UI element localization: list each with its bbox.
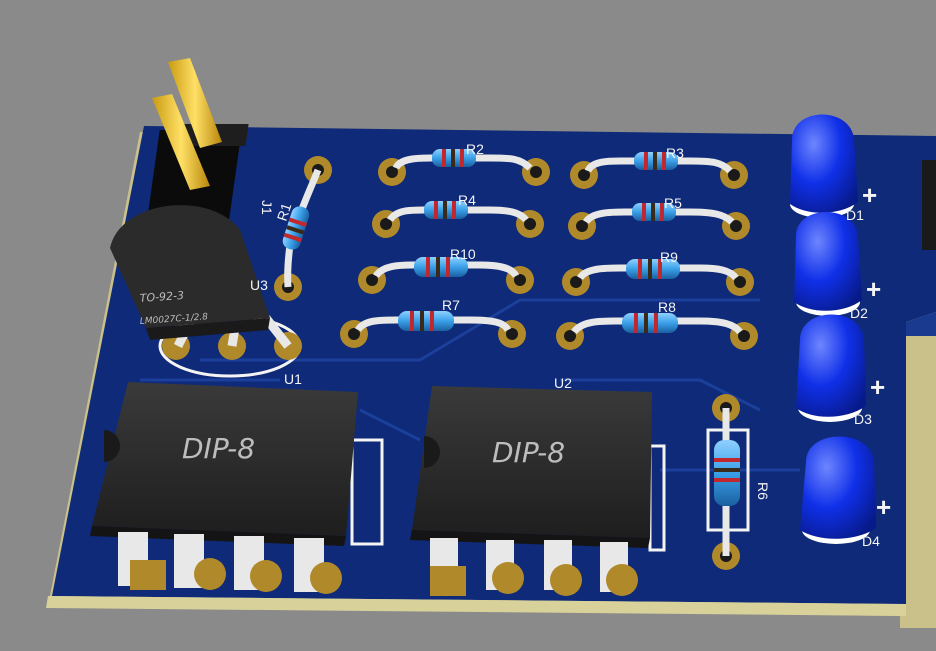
label-r7: R7 bbox=[442, 297, 460, 313]
label-d2: D2 bbox=[850, 305, 868, 321]
label-r6: R6 bbox=[755, 482, 771, 500]
label-u3: U3 bbox=[250, 277, 268, 293]
resistor-r2[interactable] bbox=[378, 149, 550, 186]
u2-package-label: DIP-8 bbox=[492, 436, 565, 469]
resistor-r1[interactable] bbox=[274, 156, 332, 301]
pin-header-icon[interactable] bbox=[146, 58, 249, 226]
resistor-r7[interactable] bbox=[340, 311, 526, 348]
dip8-chip-u2[interactable] bbox=[410, 386, 666, 596]
pcb-edge-right-notch bbox=[906, 312, 936, 336]
led-d1[interactable] bbox=[790, 114, 858, 219]
label-r1: R1 bbox=[274, 201, 295, 223]
u2-pins bbox=[430, 538, 638, 596]
resistor-r9[interactable] bbox=[562, 259, 754, 296]
resistor-r6[interactable] bbox=[706, 394, 750, 570]
pcb-edge-bottom bbox=[46, 596, 906, 616]
label-r4: R4 bbox=[458, 192, 476, 208]
to92-transistor-icon[interactable] bbox=[110, 205, 302, 378]
resistor-r4[interactable] bbox=[372, 201, 544, 238]
led-d2[interactable] bbox=[794, 212, 862, 316]
led-d4[interactable] bbox=[800, 436, 876, 545]
plus-d4: + bbox=[876, 492, 891, 522]
label-r3: R3 bbox=[666, 145, 684, 161]
label-r8: R8 bbox=[658, 299, 676, 315]
label-r5: R5 bbox=[664, 195, 682, 211]
edge-connector bbox=[922, 160, 936, 250]
resistor-r8[interactable] bbox=[556, 313, 758, 350]
to92-label-line1: TO-92-3 bbox=[139, 289, 184, 305]
silkscreen: J1 R1 R2 R3 R4 R5 R10 R9 R7 R8 R6 U1 U2 … bbox=[250, 141, 891, 549]
label-u1: U1 bbox=[284, 371, 302, 387]
label-d3: D3 bbox=[854, 411, 872, 427]
label-d1: D1 bbox=[846, 207, 864, 223]
resistor-r5[interactable] bbox=[568, 203, 750, 240]
plus-d2: + bbox=[866, 274, 881, 304]
resistor-r3[interactable] bbox=[570, 152, 748, 189]
led-d3[interactable] bbox=[796, 314, 866, 423]
plus-d3: + bbox=[870, 372, 885, 402]
label-d4: D4 bbox=[862, 533, 880, 549]
to92-label-line2: LM0027C-1/2.8 bbox=[140, 312, 209, 327]
label-u2: U2 bbox=[554, 375, 572, 391]
label-r9: R9 bbox=[660, 249, 678, 265]
label-j1: J1 bbox=[259, 200, 275, 215]
trace-group bbox=[140, 298, 800, 472]
resistor-r10[interactable] bbox=[358, 257, 534, 294]
dip8-chip-u1[interactable] bbox=[90, 382, 384, 594]
label-r10: R10 bbox=[450, 246, 476, 262]
plus-d1: + bbox=[862, 180, 877, 210]
label-r2: R2 bbox=[466, 141, 484, 157]
u1-package-label: DIP-8 bbox=[182, 432, 255, 465]
u1-pins bbox=[118, 532, 342, 594]
